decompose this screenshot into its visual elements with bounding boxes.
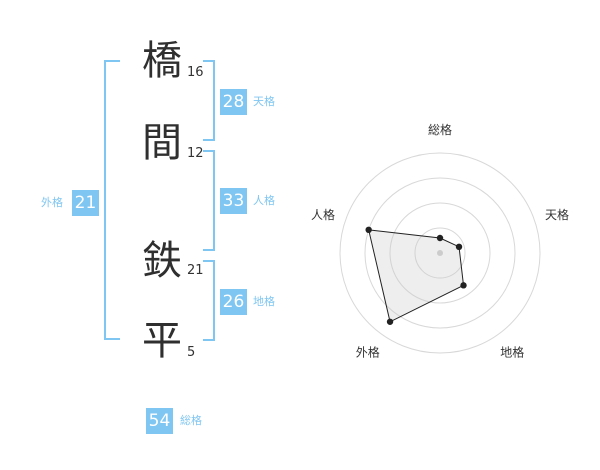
chikaku-bracket — [203, 260, 215, 341]
radar-ring-3 — [364, 177, 516, 329]
radar-point-5 — [365, 226, 372, 234]
radar-axis-label-3: 地格 — [500, 345, 524, 360]
tenkaku-bracket — [203, 60, 215, 141]
stroke-count-4: 5 — [187, 345, 196, 360]
name-char-3: 鉄 — [142, 238, 182, 284]
chikaku-value: 26 — [220, 289, 247, 315]
stroke-count-2: 12 — [187, 146, 204, 161]
name-char-2: 間 — [142, 120, 182, 166]
gaikaku-label: 外格 — [41, 196, 63, 209]
radar-data-area — [368, 229, 465, 323]
tenkaku-label: 天格 — [253, 95, 275, 108]
radar-axis-label-5: 人格 — [311, 207, 335, 222]
soukaku-value: 54 — [146, 408, 173, 434]
name-char-4: 平 — [142, 318, 182, 364]
gaikaku-value: 21 — [72, 190, 99, 216]
tenkaku-value: 28 — [220, 89, 247, 115]
name-char-1: 橋 — [142, 38, 182, 84]
jinkaku-label: 人格 — [253, 194, 275, 207]
radar-point-1 — [436, 234, 444, 242]
jinkaku-bracket — [203, 150, 215, 251]
radar-ring-1 — [414, 227, 466, 279]
soukaku-label: 総格 — [180, 414, 202, 427]
radar-ring-2 — [389, 202, 491, 304]
gaikaku-bracket — [104, 60, 120, 340]
radar-center-dot — [437, 250, 443, 256]
radar-ring-4 — [339, 152, 541, 354]
radar-axis-label-2: 天格 — [545, 207, 569, 222]
jinkaku-value: 33 — [220, 188, 247, 214]
chikaku-label: 地格 — [253, 295, 275, 308]
stroke-count-1: 16 — [187, 65, 204, 80]
radar-axis-label-4: 外格 — [356, 345, 380, 360]
radar-point-3 — [460, 282, 467, 289]
stroke-count-3: 21 — [187, 263, 204, 278]
radar-point-2 — [455, 243, 463, 251]
radar-axis-label-1: 総格 — [428, 122, 452, 137]
radar-point-4 — [386, 318, 394, 325]
